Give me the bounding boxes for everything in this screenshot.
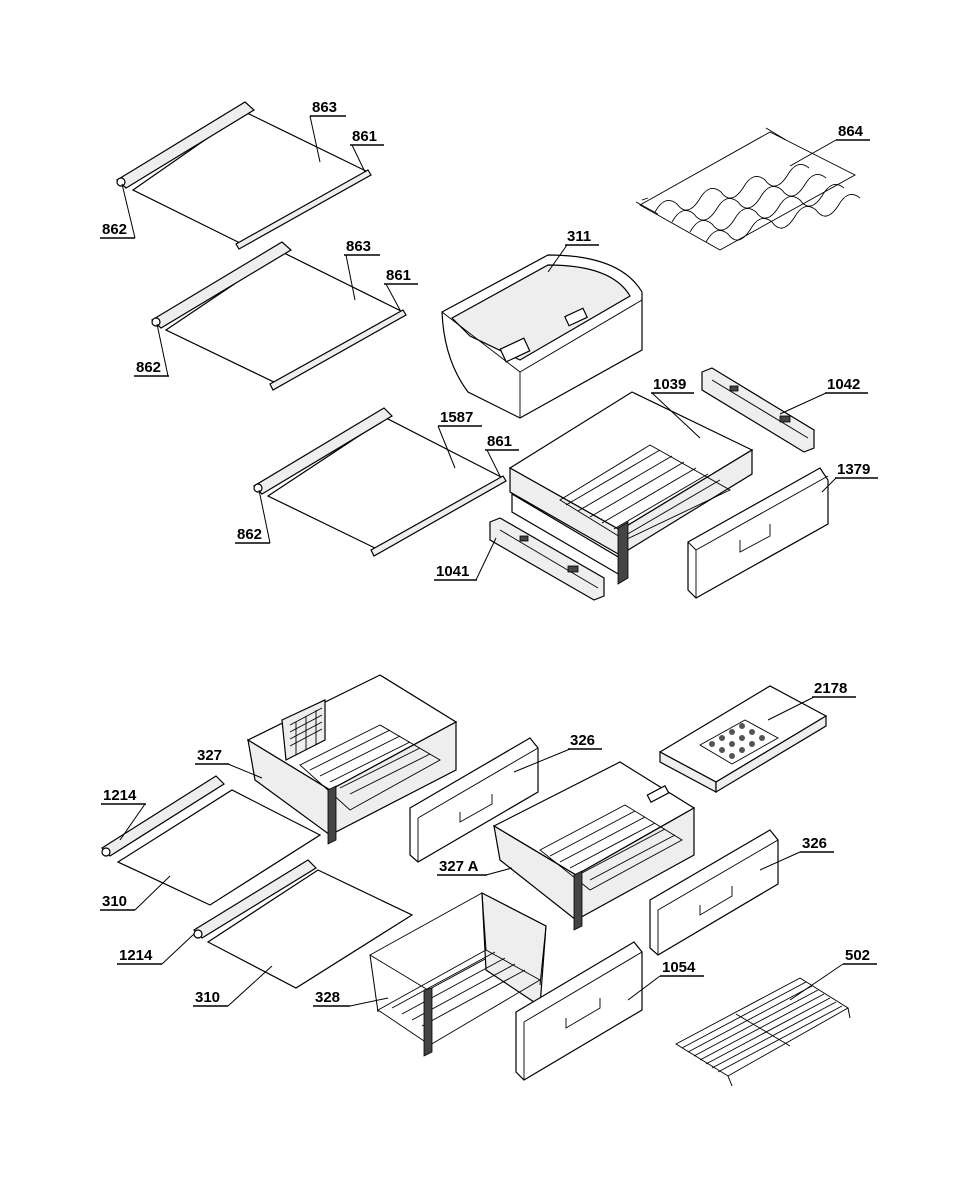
svg-text:1214: 1214 — [119, 947, 153, 964]
label-1379: 1379 — [835, 461, 878, 479]
label-326-upper: 326 — [568, 732, 602, 750]
crisper-front-326-upper — [409, 737, 539, 863]
label-1041: 1041 — [434, 563, 477, 581]
label-861-top: 861 — [350, 128, 384, 146]
label-1054: 1054 — [660, 959, 704, 977]
label-502: 502 — [843, 947, 877, 965]
svg-text:327: 327 — [197, 747, 222, 764]
svg-text:326: 326 — [570, 732, 595, 749]
label-2178: 2178 — [812, 680, 856, 698]
svg-text:1041: 1041 — [436, 563, 469, 580]
label-863-middle: 863 — [344, 238, 380, 256]
label-310-lower: 310 — [193, 989, 228, 1007]
svg-text:862: 862 — [136, 359, 161, 376]
slide-rail-1042 — [701, 367, 815, 453]
svg-text:864: 864 — [838, 123, 864, 140]
label-1042: 1042 — [825, 376, 868, 394]
label-310-upper: 310 — [100, 893, 135, 911]
svg-text:310: 310 — [102, 893, 127, 910]
label-862-middle: 862 — [134, 359, 169, 377]
label-862-lower: 862 — [235, 526, 270, 544]
glass-shelf-863-middle — [150, 241, 407, 391]
label-326-lower: 326 — [800, 835, 834, 853]
svg-text:2178: 2178 — [814, 680, 847, 697]
label-311: 311 — [565, 228, 599, 246]
bottle-rack-864 — [635, 127, 861, 251]
svg-text:1042: 1042 — [827, 376, 860, 393]
label-861-middle: 861 — [384, 267, 418, 285]
svg-text:328: 328 — [315, 989, 340, 1006]
svg-text:326: 326 — [802, 835, 827, 852]
glass-shelf-310-lower — [193, 859, 414, 989]
storage-box-311 — [441, 254, 643, 419]
svg-text:1039: 1039 — [653, 376, 686, 393]
label-863-top: 863 — [310, 99, 346, 117]
glass-shelf-863-top — [115, 101, 372, 250]
crisper-drawer-327 — [246, 674, 458, 845]
svg-text:310: 310 — [195, 989, 220, 1006]
leader-lines — [119, 115, 844, 1007]
svg-text:1379: 1379 — [837, 461, 870, 478]
part-labels: 863 861 862 863 861 862 1587 861 862 311… — [100, 99, 878, 1007]
label-1039: 1039 — [651, 376, 694, 394]
svg-text:862: 862 — [102, 221, 127, 238]
drawer-1039 — [508, 391, 754, 585]
crisper-drawer-327A — [492, 761, 696, 931]
glass-shelf-310-upper — [101, 775, 322, 906]
svg-text:862: 862 — [237, 526, 262, 543]
label-864: 864 — [836, 123, 870, 141]
drawer-front-1054 — [515, 941, 643, 1081]
slide-rail-1041 — [489, 517, 605, 601]
drawer-front-1379 — [687, 467, 829, 599]
label-861-lower: 861 — [485, 433, 519, 451]
svg-text:861: 861 — [352, 128, 377, 145]
wire-shelf-502 — [675, 977, 851, 1087]
svg-text:861: 861 — [487, 433, 512, 450]
svg-text:861: 861 — [386, 267, 411, 284]
svg-text:863: 863 — [346, 238, 371, 255]
wire-basket-328 — [369, 891, 547, 1057]
svg-text:311: 311 — [567, 228, 591, 245]
label-1587: 1587 — [438, 409, 482, 427]
svg-text:1587: 1587 — [440, 409, 473, 426]
svg-text:1054: 1054 — [662, 959, 696, 976]
label-327A: 327 A — [437, 858, 487, 876]
svg-text:1214: 1214 — [103, 787, 137, 804]
svg-text:863: 863 — [312, 99, 337, 116]
label-1214-upper: 1214 — [101, 787, 146, 805]
crisper-front-326-lower — [649, 829, 779, 956]
svg-text:502: 502 — [845, 947, 870, 964]
label-1214-lower: 1214 — [117, 947, 162, 965]
label-862-top: 862 — [100, 221, 135, 239]
egg-tray-2178 — [658, 685, 828, 794]
svg-text:327 A: 327 A — [439, 858, 479, 875]
label-328: 328 — [313, 989, 350, 1007]
label-327: 327 — [195, 747, 229, 765]
